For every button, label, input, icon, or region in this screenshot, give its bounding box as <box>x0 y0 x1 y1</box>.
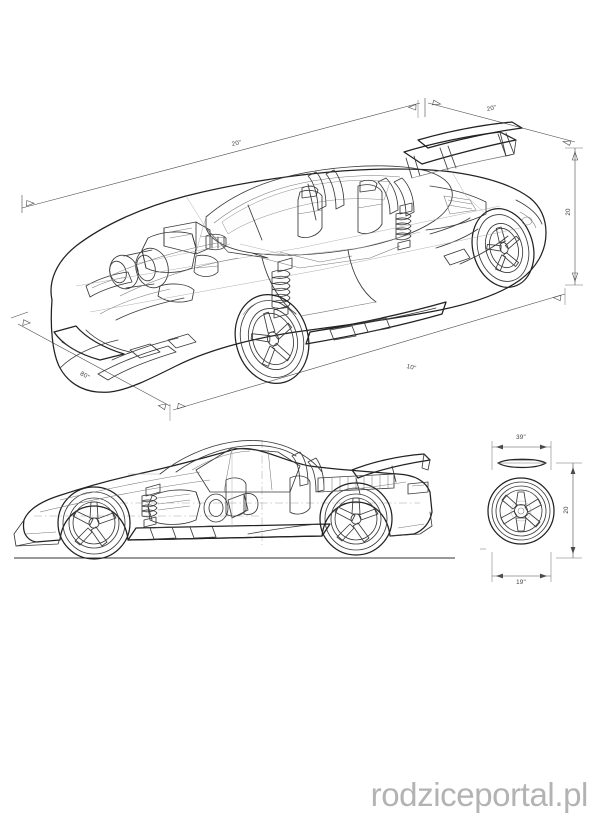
dim-wheel-top-width: 39" <box>516 434 526 441</box>
isometric-car-drawing <box>50 121 547 393</box>
dimension-labels: 20" 20" 20 10" 80" 39" 20 19" <box>79 104 572 586</box>
side-view-drawing <box>13 440 455 560</box>
watermark-text: rodziceportal.pl <box>370 776 589 813</box>
rear-suspension-coil <box>395 202 413 251</box>
dim-iso-rear-top: 20" <box>486 104 497 113</box>
wheel-dimension-lines <box>480 441 582 582</box>
isometric-dimension-lines <box>10 98 583 421</box>
dim-wheel-bottom-width: 19" <box>516 579 526 586</box>
dim-iso-width-lower-right: 10" <box>406 363 417 372</box>
wheel-detail-drawing <box>480 441 582 582</box>
side-coil-spring-front <box>141 483 161 528</box>
rear-wheel-iso <box>471 208 535 288</box>
dim-iso-height-right: 20 <box>565 208 572 216</box>
dim-wheel-height-right: 20 <box>563 506 570 514</box>
side-engine <box>147 489 259 525</box>
front-wheel-iso <box>234 293 310 385</box>
wheel-top-profile <box>497 458 547 469</box>
rear-wing <box>403 121 523 179</box>
rear-wheel-side <box>319 482 393 556</box>
wheel-front-view <box>487 477 555 545</box>
dim-iso-length-upper-left: 20" <box>231 139 242 148</box>
dim-iso-angle-lower-left: 80" <box>79 370 91 381</box>
